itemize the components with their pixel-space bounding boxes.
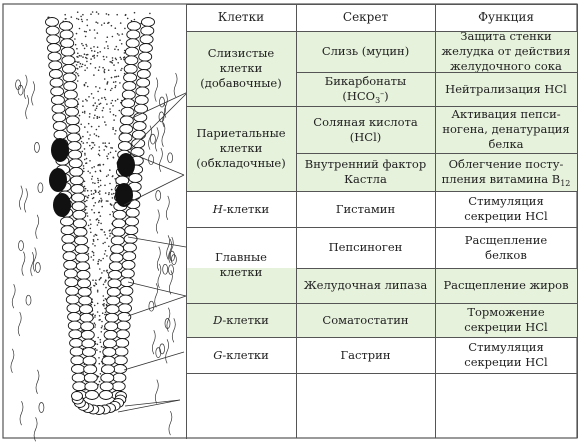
cell-group-name: G-клетки (213, 347, 269, 362)
table-rule (435, 4, 436, 438)
cell-group-name: D-клетки (213, 312, 269, 327)
label-pointer-lines (117, 91, 189, 413)
header-3: Функция (478, 9, 534, 24)
table-rule (296, 268, 577, 269)
row-highlight (186, 72, 577, 106)
secret-cell: Желудочная липаза (303, 278, 428, 293)
cell-group-name: Н-клетки (212, 201, 270, 216)
table-rule (296, 153, 577, 154)
secret-cell: Бикарбонаты (НСО3–) (324, 74, 407, 105)
secret-cell: Соляная кислота (НСl) (313, 114, 418, 144)
table-rule (186, 4, 577, 5)
table-rule (186, 106, 577, 107)
table-rule (296, 72, 577, 73)
header-2: Секрет (342, 9, 389, 24)
row-highlight (186, 31, 577, 72)
table-rule (186, 337, 577, 338)
table-rule (186, 227, 577, 228)
row-highlight (186, 106, 577, 153)
parietal-cells-drawing (49, 138, 135, 217)
header-1: Клетки (217, 9, 265, 24)
table-rule (186, 191, 577, 192)
table-rule (186, 31, 577, 32)
function-cell: Нейтрализация НСl (445, 81, 567, 96)
secret-cell: Слизь (муцин) (321, 44, 410, 59)
row-highlight (186, 268, 577, 303)
table-rule (296, 4, 297, 438)
secret-cell: Соматостатин (322, 312, 409, 327)
connective-tissue-marks (10, 72, 178, 442)
row-highlight (186, 303, 577, 337)
table-rule (577, 4, 578, 438)
table-rule (186, 4, 187, 439)
table-rule (186, 373, 577, 374)
row-highlight (186, 153, 577, 191)
secret-cell: Гистамин (335, 201, 396, 216)
secret-cell: Пепсиноген (328, 240, 403, 255)
function-cell: Расщепление жиров (443, 278, 569, 293)
function-cell: Облегчение посту-пления витамина В12 (441, 157, 571, 188)
table-rule (186, 303, 577, 304)
secret-cell: Гастрин (340, 347, 391, 362)
